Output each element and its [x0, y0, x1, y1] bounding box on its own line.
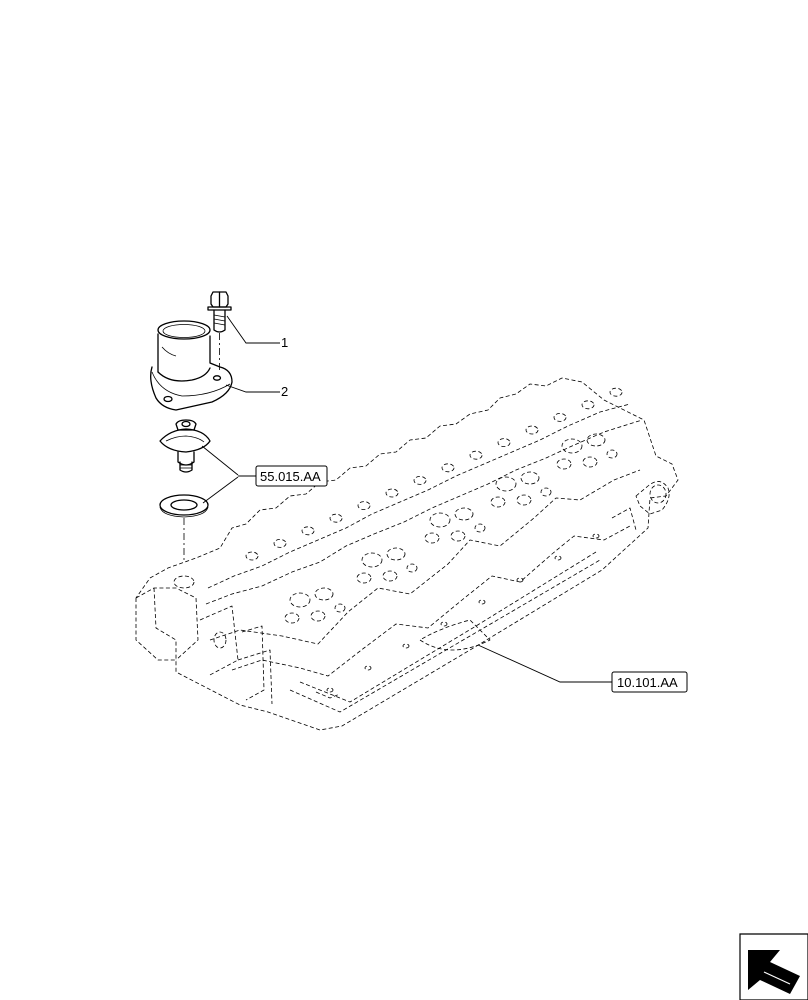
- rail-boss: [413, 475, 427, 485]
- rail-boss: [553, 412, 567, 422]
- front-port: [213, 631, 227, 649]
- rail-boss: [469, 450, 483, 460]
- port-large: [520, 471, 540, 485]
- rail-boss: [273, 539, 287, 548]
- port-small: [516, 494, 532, 506]
- reference-label-thermostat: 55.015.AA: [260, 469, 321, 484]
- reference-box-cylinder-head[interactable]: 10.101.AA: [611, 671, 688, 693]
- port-small: [490, 496, 506, 508]
- flange-bolt: [402, 643, 410, 649]
- flange-bolt: [440, 621, 448, 627]
- port-large: [495, 476, 517, 492]
- port-large: [289, 592, 311, 608]
- port-small: [310, 610, 326, 622]
- rail-boss: [581, 400, 595, 410]
- flange-bolt: [478, 599, 486, 605]
- port-small: [474, 523, 486, 533]
- port-small: [334, 603, 346, 613]
- port-small: [540, 487, 552, 497]
- port-small: [450, 530, 466, 542]
- seal-ring-part: [159, 494, 209, 560]
- flange-bolt: [554, 555, 562, 561]
- port-large: [454, 507, 474, 521]
- port-small: [556, 458, 572, 470]
- port-large: [361, 552, 383, 568]
- flange-bolt: [364, 665, 372, 671]
- leader-lines: [201, 315, 612, 683]
- cylinder-head-part: [135, 377, 679, 731]
- front-port: [173, 575, 195, 589]
- navigation-arrow-icon[interactable]: [739, 933, 808, 1000]
- rail-boss: [497, 438, 511, 448]
- rail-boss: [245, 551, 259, 561]
- port-small: [582, 456, 598, 468]
- port-small: [424, 532, 440, 544]
- rail-boss: [329, 513, 343, 523]
- flange-bolt: [592, 533, 600, 539]
- flange-bolt: [516, 577, 524, 583]
- thermostat-part: [159, 419, 211, 473]
- rail-boss: [609, 387, 623, 397]
- port-small: [606, 449, 618, 459]
- port-large: [429, 512, 451, 528]
- port-small: [356, 572, 372, 584]
- rail-boss: [385, 488, 399, 498]
- rail-boss: [525, 425, 539, 435]
- port-small: [284, 612, 300, 624]
- reference-box-thermostat[interactable]: 55.015.AA: [255, 465, 328, 487]
- flange-bolt: [326, 687, 334, 693]
- bolt-part: [207, 291, 232, 372]
- rail-boss: [441, 463, 455, 473]
- reference-label-cylinder-head: 10.101.AA: [617, 675, 678, 690]
- cylinder-head-ports: [173, 387, 623, 693]
- callout-2: 2: [281, 384, 288, 399]
- port-small: [382, 570, 398, 582]
- rail-boss: [301, 526, 315, 536]
- port-large: [386, 547, 406, 561]
- port-large: [314, 587, 334, 601]
- rail-boss: [357, 501, 371, 511]
- port-large: [561, 438, 583, 454]
- port-large: [586, 433, 606, 447]
- port-small: [406, 563, 418, 573]
- outlet-housing-part: [150, 320, 233, 411]
- callout-1: 1: [281, 335, 288, 350]
